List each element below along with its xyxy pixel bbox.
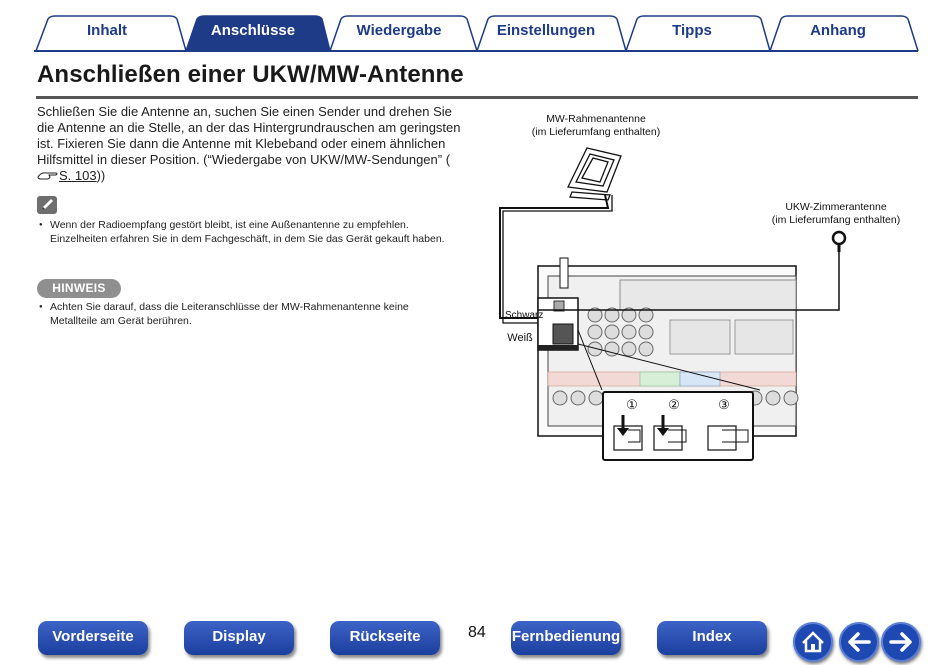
page-reference-link[interactable]: S. 103: [59, 168, 97, 183]
antenna-connection-diagram: [499, 147, 847, 461]
page-title: Anschließen einer UKW/MW-Antenne: [37, 61, 464, 88]
schwarz-label: Schwarz: [505, 310, 544, 321]
intro-text: Schließen Sie die Antenne an, suchen Sie…: [37, 104, 461, 167]
pencil-note-icon: [37, 196, 57, 214]
rueckseite-button[interactable]: Rückseite: [330, 621, 440, 655]
tab-wiedergabe[interactable]: Wiedergabe: [356, 22, 442, 39]
back-button[interactable]: [839, 622, 879, 662]
page-number: 84: [468, 624, 486, 641]
title-divider: [36, 96, 918, 99]
step-3-label: ③: [718, 397, 730, 412]
weiss-label: Weiß: [507, 332, 533, 344]
tab-inhalt[interactable]: Inhalt: [87, 22, 127, 39]
note-item: Wenn der Radioempfang gestört bleibt, is…: [37, 219, 457, 246]
step-2-label: ②: [668, 397, 680, 412]
home-button[interactable]: [793, 622, 833, 662]
fernbedienung-button[interactable]: Fernbedienung: [511, 621, 621, 655]
arrow-left-icon: [848, 632, 871, 652]
vorderseite-button[interactable]: Vorderseite: [38, 621, 148, 655]
tab-shapes: [34, 15, 919, 52]
fm-indoor-antenna-icon: [538, 230, 847, 311]
hinweis-list: Achten Sie darauf, dass die Leiteranschl…: [37, 301, 457, 328]
hinweis-item: Achten Sie darauf, dass die Leiteranschl…: [37, 301, 457, 328]
hand-pointer-icon: [37, 169, 59, 181]
tab-tipps[interactable]: Tipps: [672, 22, 712, 39]
mw-antenna-label-line2: (im Lieferumfang enthalten): [531, 126, 661, 138]
fm-antenna-label-line1: UKW-Zimmerantenne: [785, 201, 887, 213]
display-button[interactable]: Display: [184, 621, 294, 655]
mw-antenna-label: MW-Rahmenantenne (im Lieferumfang enthal…: [521, 113, 671, 139]
note-list: Wenn der Radioempfang gestört bleibt, is…: [37, 219, 457, 246]
home-icon: [802, 631, 824, 653]
mw-antenna-label-line1: MW-Rahmenantenne: [546, 113, 646, 125]
receiver-back-panel: [547, 257, 799, 406]
top-tab-bar: Inhalt Anschlüsse Wiedergabe Einstellung…: [0, 0, 950, 54]
forward-button[interactable]: [881, 622, 921, 662]
fm-antenna-label: UKW-Zimmerantenne (im Lieferumfang entha…: [760, 201, 912, 227]
index-button[interactable]: Index: [657, 621, 767, 655]
tab-anschluesse[interactable]: Anschlüsse: [210, 22, 296, 39]
intro-paragraph: Schließen Sie die Antenne an, suchen Sie…: [37, 104, 467, 184]
fm-antenna-label-line2: (im Lieferumfang enthalten): [771, 214, 901, 226]
mw-loop-antenna-icon: [567, 147, 622, 201]
hinweis-badge: HINWEIS: [37, 279, 121, 298]
intro-end: )): [96, 168, 106, 183]
tab-einstellungen[interactable]: Einstellungen: [496, 22, 596, 39]
tab-anhang[interactable]: Anhang: [810, 22, 866, 39]
arrow-right-icon: [889, 632, 912, 652]
step-1-label: ①: [626, 397, 638, 412]
